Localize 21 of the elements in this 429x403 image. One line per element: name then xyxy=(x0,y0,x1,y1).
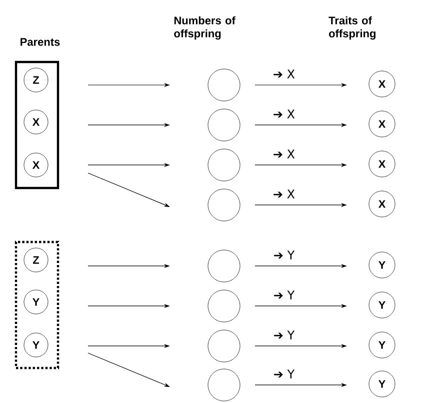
offspring-circle xyxy=(208,108,240,142)
offspring-circle xyxy=(208,290,240,322)
offspring-circle xyxy=(208,330,240,362)
column-heading: Parents xyxy=(20,38,60,46)
edge-label: ➔ Y xyxy=(272,368,296,380)
edge-label: ➔ X xyxy=(272,68,296,80)
parent-group-box xyxy=(14,240,60,370)
edge-label: ➔ X xyxy=(272,108,296,120)
column-heading: Traits of offspring xyxy=(328,16,376,40)
edge-label: ➔ Y xyxy=(272,330,296,340)
offspring-circle xyxy=(208,188,240,222)
offspring-circle xyxy=(208,250,240,282)
offspring-circle xyxy=(208,68,240,102)
edge-label: ➔ Y xyxy=(272,250,296,260)
column-heading: Numbers of offspring xyxy=(174,16,236,40)
edge-label: ➔ X xyxy=(272,188,296,200)
parent-group-box xyxy=(14,60,60,190)
edge-label: ➔ Y xyxy=(272,290,296,300)
offspring-circle xyxy=(208,368,240,402)
offspring-circle xyxy=(208,148,240,182)
edge-label: ➔ X xyxy=(272,148,296,160)
